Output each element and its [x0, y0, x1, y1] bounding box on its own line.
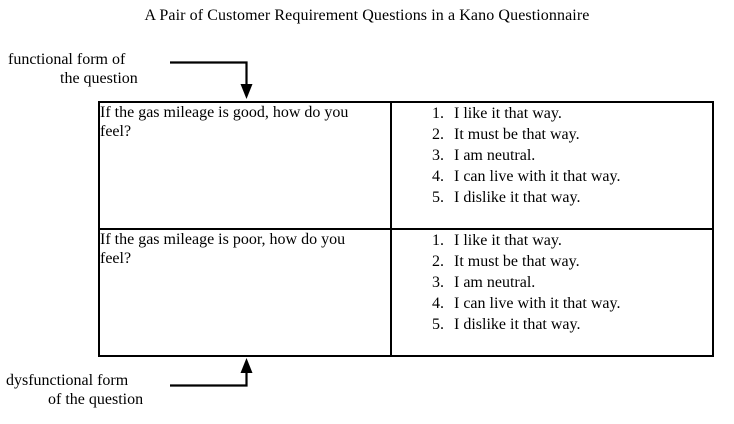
table-row: If the gas mileage is poor, how do you f… — [98, 228, 714, 357]
option-label: I can live with it that way. — [454, 295, 621, 312]
option-number: 2. — [432, 253, 444, 270]
functional-form-annotation: functional form of the question — [8, 50, 138, 88]
dysfunctional-answers-cell: 1. I like it that way. 2. It must be that … — [390, 228, 714, 357]
table-row: If the gas mileage is good, how do you f… — [98, 101, 714, 230]
option-number: 5. — [432, 189, 444, 206]
list-item[interactable]: 4. I can live with it that way. — [432, 293, 712, 314]
option-label: I am neutral. — [454, 274, 536, 291]
answer-options-list: 1. I like it that way. 2. It must be that … — [392, 103, 712, 208]
option-label: I like it that way. — [454, 105, 562, 122]
list-item[interactable]: 5. I dislike it that way. — [432, 314, 712, 335]
option-label: I dislike it that way. — [454, 189, 581, 206]
option-label: It must be that way. — [454, 126, 580, 143]
dysfunctional-form-annotation: dysfunctional form of the question — [6, 371, 143, 409]
list-item[interactable]: 2. It must be that way. — [432, 251, 712, 272]
option-number: 1. — [432, 105, 444, 122]
option-label: I like it that way. — [454, 232, 562, 249]
table-body: If the gas mileage is good, how do you f… — [98, 101, 714, 357]
option-number: 3. — [432, 147, 444, 164]
dysfunctional-form-arrow — [170, 358, 253, 387]
question-text: If the gas mileage is poor, how do you f… — [100, 231, 346, 267]
list-item[interactable]: 1. I like it that way. — [432, 230, 712, 251]
question-text: If the gas mileage is good, how do you f… — [100, 104, 349, 140]
option-label: It must be that way. — [454, 253, 580, 270]
option-number: 3. — [432, 274, 444, 291]
dysfunctional-form-line2: of the question — [48, 391, 144, 408]
dysfunctional-question-cell: If the gas mileage is poor, how do you f… — [98, 228, 392, 357]
list-item[interactable]: 3. I am neutral. — [432, 145, 712, 166]
list-item[interactable]: 5. I dislike it that way. — [432, 187, 712, 208]
functional-form-line2: the question — [60, 70, 138, 87]
list-item[interactable]: 4. I can live with it that way. — [432, 166, 712, 187]
list-item[interactable]: 3. I am neutral. — [432, 272, 712, 293]
option-number: 4. — [432, 295, 444, 312]
option-label: I dislike it that way. — [454, 316, 581, 333]
answer-options-list: 1. I like it that way. 2. It must be that … — [392, 230, 712, 335]
dysfunctional-form-line1: dysfunctional form — [6, 372, 129, 389]
option-number: 1. — [432, 232, 444, 249]
option-number: 4. — [432, 168, 444, 185]
list-item[interactable]: 1. I like it that way. — [432, 103, 712, 124]
option-number: 5. — [432, 316, 444, 333]
functional-form-arrow — [170, 61, 253, 99]
option-label: I am neutral. — [454, 147, 536, 164]
functional-question-cell: If the gas mileage is good, how do you f… — [98, 101, 392, 230]
kano-questionnaire-table: If the gas mileage is good, how do you f… — [98, 101, 714, 357]
list-item[interactable]: 2. It must be that way. — [432, 124, 712, 145]
page-title: A Pair of Customer Requirement Questions… — [144, 7, 590, 24]
option-number: 2. — [432, 126, 444, 143]
functional-form-line1: functional form of — [8, 51, 126, 68]
option-label: I can live with it that way. — [454, 168, 621, 185]
functional-answers-cell: 1. I like it that way. 2. It must be that … — [390, 101, 714, 230]
